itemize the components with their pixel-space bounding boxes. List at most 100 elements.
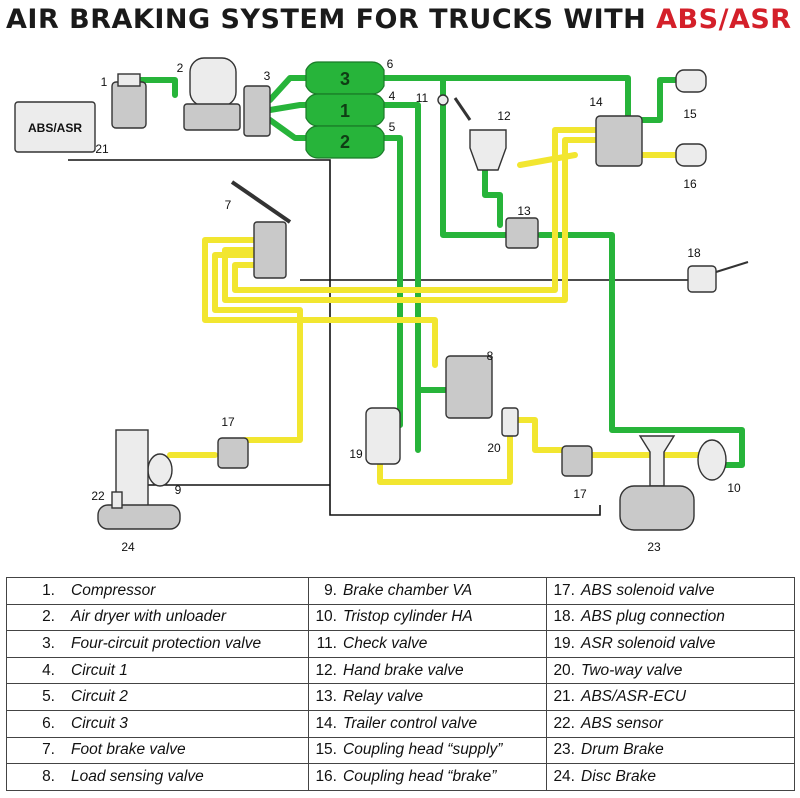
legend-item: 1.Compressor xyxy=(6,577,309,605)
pipe-circuit2 xyxy=(267,117,403,433)
component-number: 23 xyxy=(647,540,661,554)
pipe-trailer-supply xyxy=(637,77,688,123)
component-number: 4 xyxy=(389,89,396,103)
component-number: 2 xyxy=(177,61,184,75)
legend-number: 23. xyxy=(553,741,575,759)
legend-row: 4.Circuit 1 12.Hand brake valve 20.Two-w… xyxy=(6,656,795,685)
legend-number: 11. xyxy=(316,634,337,652)
coupling-head-brake xyxy=(675,143,707,167)
title-main: AIR BRAKING SYSTEM FOR TRUCKS WITH xyxy=(6,4,647,35)
legend-item: 4. Circuit 1 xyxy=(6,656,309,685)
legend-label: Four-circuit protection valve xyxy=(71,634,262,652)
legend-number: 4. xyxy=(42,661,55,679)
compressor-head xyxy=(117,73,141,87)
component-number: 14 xyxy=(589,95,603,109)
legend-number: 15. xyxy=(315,741,337,759)
circuit-tank-number: 3 xyxy=(340,69,350,89)
circuit-tank-number: 2 xyxy=(340,132,350,152)
legend-item: 8. Load sensing valve xyxy=(6,763,309,791)
legend-number: 7. xyxy=(42,741,55,759)
legend-item: 23. Drum Brake xyxy=(546,736,795,765)
check-valve xyxy=(437,94,449,106)
legend-label: Foot brake valve xyxy=(71,741,186,759)
legend-item: 22.ABS sensor xyxy=(546,709,795,738)
component-number: 6 xyxy=(387,57,394,71)
legend-number: 16. xyxy=(315,767,337,785)
legend-row: 6.Circuit 3 14.Trailer control valve 22.… xyxy=(6,709,795,738)
foot-brake-valve xyxy=(230,180,292,279)
component-number: 5 xyxy=(389,120,396,134)
drum-brake-drum xyxy=(619,485,695,531)
legend-label: Disc Brake xyxy=(581,767,656,785)
component-number: 8 xyxy=(487,349,494,363)
abs-plug-connection xyxy=(687,261,749,293)
legend-number: 1. xyxy=(42,581,55,599)
legend-label: Load sensing valve xyxy=(71,767,204,785)
legend-label: Drum Brake xyxy=(581,741,664,759)
legend-number: 3. xyxy=(42,634,55,652)
legend-label: ABS solenoid valve xyxy=(581,581,715,599)
legend-number: 24. xyxy=(553,767,575,785)
component-number: 9 xyxy=(175,483,182,497)
legend-label: Circuit 3 xyxy=(71,714,128,732)
ecu-box xyxy=(14,101,96,153)
compressor xyxy=(111,73,147,129)
wire-ecu-to-plug xyxy=(68,159,601,516)
component-number: 19 xyxy=(349,447,363,461)
abs-solenoid-valve-front xyxy=(217,437,249,469)
legend-number: 12. xyxy=(315,661,337,679)
diagram-title: AIR BRAKING SYSTEM FOR TRUCKS WITH ABS/A… xyxy=(6,4,796,40)
legend-row: 7. Foot brake valve 15. Coupling head “sup… xyxy=(6,736,795,765)
legend-label: Brake chamber VA xyxy=(343,581,473,599)
legend-number: 8. xyxy=(42,767,55,785)
circuit-tank-2: 2 xyxy=(305,125,385,159)
component-number: 12 xyxy=(497,109,511,123)
tristop-cylinder-ha xyxy=(697,439,727,481)
pipe-relay xyxy=(517,152,578,168)
legend-label: Circuit 1 xyxy=(71,661,128,679)
pipe-handbrake xyxy=(482,167,503,228)
legend-number: 13. xyxy=(315,688,337,706)
legend-number: 5. xyxy=(42,688,55,706)
legend-item: 10.Tristop cylinder HA xyxy=(308,603,547,632)
foot-brake-body xyxy=(253,221,287,279)
component-number: 11 xyxy=(416,91,429,105)
legend-label: Check valve xyxy=(343,634,428,652)
legend-item: 18.ABS plug connection xyxy=(546,603,795,632)
pipe-check-valve-branch xyxy=(440,75,523,238)
legend-item: 7. Foot brake valve xyxy=(6,736,309,765)
drum-brake-axle xyxy=(638,435,676,487)
relay-valve xyxy=(505,217,539,249)
hand-brake-body xyxy=(469,129,507,171)
legend-number: 18. xyxy=(553,608,575,626)
disc-brake-disc xyxy=(97,504,181,530)
legend-label: Two-way valve xyxy=(581,661,683,679)
plug-body xyxy=(687,265,717,293)
legend-label: Trailer control valve xyxy=(343,714,478,732)
legend-number: 21. xyxy=(553,688,575,706)
hand-brake-valve xyxy=(453,97,507,171)
legend-label: Coupling head “supply” xyxy=(343,741,503,759)
legend-number: 10. xyxy=(315,608,337,626)
load-sensing-valve xyxy=(445,355,493,419)
chamber-body xyxy=(147,453,173,487)
legend-item: 9. Brake chamber VA xyxy=(308,577,547,605)
drum-brake xyxy=(619,435,695,531)
component-number: 7 xyxy=(225,198,232,212)
abs-sensor xyxy=(111,491,123,509)
component-number: 18 xyxy=(687,246,701,260)
pipe-compressor-dryer xyxy=(137,77,178,98)
circuit-tank-3: 3 xyxy=(305,61,385,95)
plug-cable xyxy=(715,261,749,273)
circuit-tank-number: 1 xyxy=(340,101,350,121)
legend-item: 16.Coupling head “brake” xyxy=(308,763,547,791)
coupling-head-body xyxy=(675,143,707,167)
component-number: 21 xyxy=(95,142,109,156)
tank-body xyxy=(305,125,385,159)
legend-item: 21.ABS/ASR-ECU xyxy=(546,683,795,711)
legend-number: 9. xyxy=(324,581,337,599)
legend-item: 19.ASR solenoid valve xyxy=(546,630,795,658)
legend-row: 5.Circuit 2 13.Relay valve 21.ABS/ASR-EC… xyxy=(6,683,795,711)
legend-label: ASR solenoid valve xyxy=(581,634,716,652)
coupling-head-supply xyxy=(675,69,707,93)
